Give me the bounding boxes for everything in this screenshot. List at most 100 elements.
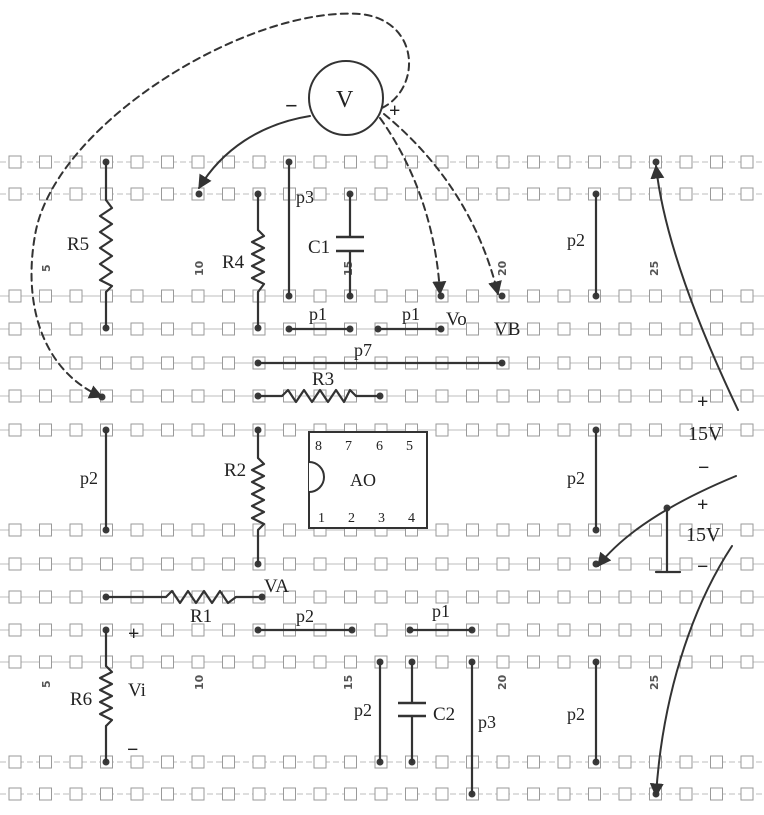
- breadboard-hole: [283, 755, 296, 769]
- breadboard-hole: [161, 187, 174, 201]
- breadboard-hole: [557, 322, 571, 336]
- breadboard-hole: [344, 557, 357, 571]
- supply-arrow-top: [650, 164, 739, 411]
- label-vi-minus: −: [127, 739, 138, 761]
- breadboard-hole: [374, 590, 388, 604]
- breadboard-hole: [496, 187, 510, 201]
- breadboard-hole: [130, 289, 144, 303]
- column-number: 10: [193, 260, 206, 276]
- breadboard-hole: [130, 389, 144, 403]
- breadboard-hole: [435, 423, 449, 437]
- breadboard-hole: [39, 655, 52, 669]
- breadboard-hole: [161, 289, 174, 303]
- breadboard-hole: [435, 590, 449, 604]
- breadboard-hole: [527, 523, 540, 537]
- breadboard-hole: [222, 523, 235, 537]
- breadboard-hole: [161, 557, 174, 571]
- breadboard-hole: [618, 187, 632, 201]
- breadboard-hole: [496, 389, 510, 403]
- breadboard-hole: [527, 389, 540, 403]
- breadboard-hole: [557, 523, 571, 537]
- label-supply1-value: 15V: [688, 423, 723, 445]
- breadboard-hole: [466, 389, 479, 403]
- breadboard-hole: [435, 523, 449, 537]
- ic-notch: [308, 461, 325, 493]
- breadboard-hole: [222, 787, 235, 801]
- breadboard-hole: [39, 155, 52, 169]
- breadboard-hole: [466, 557, 479, 571]
- breadboard-hole: [557, 655, 571, 669]
- ic-pin-label: 7: [345, 439, 352, 454]
- breadboard-hole: [405, 557, 418, 571]
- breadboard-hole: [710, 289, 723, 303]
- breadboard-hole: [8, 557, 22, 571]
- column-number: 20: [496, 674, 509, 690]
- resistor-r6: [98, 665, 114, 727]
- breadboard-hole: [191, 289, 205, 303]
- voltmeter-symbol: V: [336, 87, 354, 113]
- breadboard-hole: [161, 356, 174, 370]
- breadboard-hole: [435, 187, 449, 201]
- breadboard-hole: [740, 787, 754, 801]
- breadboard-hole: [161, 755, 174, 769]
- breadboard-hole: [222, 187, 235, 201]
- breadboard-hole: [557, 423, 571, 437]
- breadboard-hole: [679, 755, 693, 769]
- breadboard-hole: [191, 523, 205, 537]
- breadboard-hole: [496, 655, 510, 669]
- label-vo: Vo: [446, 309, 467, 330]
- ic-pin-label: 1: [318, 511, 325, 526]
- breadboard-hole: [740, 655, 754, 669]
- breadboard-hole: [283, 787, 296, 801]
- breadboard-hole: [618, 389, 632, 403]
- breadboard-hole: [344, 755, 357, 769]
- breadboard-hole: [740, 356, 754, 370]
- voltmeter-body: [308, 60, 384, 136]
- label-c2: C2: [433, 704, 455, 725]
- breadboard-hole: [679, 557, 693, 571]
- column-number: 20: [496, 260, 509, 276]
- breadboard-hole: [313, 655, 327, 669]
- label-p1-left: p1: [309, 304, 327, 324]
- label-vi-plus: +: [128, 623, 139, 645]
- breadboard-hole: [313, 557, 327, 571]
- breadboard-hole: [69, 655, 83, 669]
- breadboard-hole: [161, 523, 174, 537]
- label-vb: VB: [494, 319, 520, 340]
- ic-pin-label: 3: [378, 511, 385, 526]
- breadboard-hole: [710, 523, 723, 537]
- breadboard-hole: [649, 289, 662, 303]
- label-p2-mid-left: p2: [80, 468, 98, 488]
- lead-dot: [195, 190, 203, 198]
- breadboard-hole: [222, 623, 235, 637]
- label-p1-right: p1: [402, 304, 420, 324]
- breadboard-hole: [740, 187, 754, 201]
- breadboard-hole: [679, 389, 693, 403]
- breadboard-hole: [283, 423, 296, 437]
- breadboard-hole: [740, 557, 754, 571]
- label-p3-bottom: p3: [478, 712, 496, 732]
- breadboard-hole: [130, 787, 144, 801]
- breadboard-hole: [161, 322, 174, 336]
- breadboard-hole: [466, 322, 479, 336]
- column-numbers-bottom: 5 10 15 20 25: [40, 674, 661, 690]
- breadboard-hole: [618, 623, 632, 637]
- breadboard-hole: [527, 787, 540, 801]
- breadboard-hole: [710, 755, 723, 769]
- voltmeter-minus: −: [285, 93, 298, 118]
- breadboard-hole: [466, 423, 479, 437]
- lead-dots: [98, 158, 671, 798]
- breadboard-hole: [618, 755, 632, 769]
- breadboard-hole: [496, 557, 510, 571]
- breadboard-hole: [527, 322, 540, 336]
- breadboard-hole: [679, 322, 693, 336]
- breadboard-hole: [69, 423, 83, 437]
- breadboard-hole: [649, 187, 662, 201]
- breadboard-hole: [69, 187, 83, 201]
- breadboard-hole: [344, 787, 357, 801]
- label-r6: R6: [70, 689, 92, 710]
- breadboard-hole: [8, 787, 22, 801]
- column-number: 15: [342, 261, 355, 276]
- breadboard-hole: [649, 423, 662, 437]
- breadboard-hole: [588, 389, 601, 403]
